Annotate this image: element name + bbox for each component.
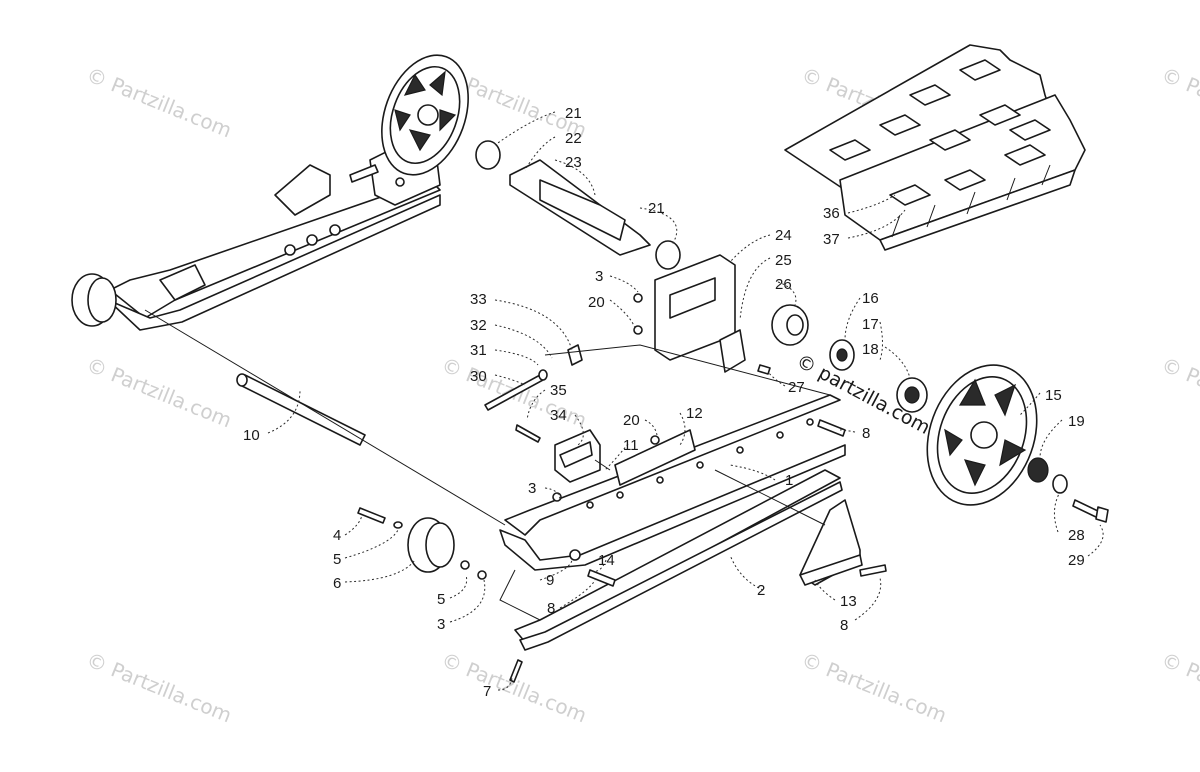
left-slide-rail [107, 134, 441, 331]
callout-5: 5 [333, 551, 341, 568]
callout-21: 21 [648, 200, 665, 217]
callout-26: 26 [775, 276, 792, 293]
watermark: © Partzilla.com [83, 62, 235, 142]
callout-3: 3 [595, 268, 603, 285]
callout-17: 17 [862, 316, 879, 333]
watermark: © Partzilla.com [83, 352, 235, 432]
callout-7: 7 [483, 683, 491, 700]
callout-20: 20 [623, 412, 640, 429]
callout-8: 8 [862, 425, 870, 442]
callout-27: 27 [788, 379, 805, 396]
callout-14: 14 [598, 552, 615, 569]
watermark: © Partzilla.com [1158, 352, 1200, 432]
callout-33: 33 [470, 291, 487, 308]
rail-bracket [799, 499, 863, 586]
callout-1: 1 [785, 472, 793, 489]
track [784, 44, 1086, 251]
watermark: © Partzilla.com [1158, 62, 1200, 142]
callout-5: 5 [437, 591, 445, 608]
callout-29: 29 [1068, 552, 1085, 569]
callout-10: 10 [243, 427, 260, 444]
bolt [1072, 499, 1109, 523]
upper-axle [475, 140, 681, 270]
callout-23: 23 [565, 154, 582, 171]
mount-plate [614, 429, 696, 486]
callout-25: 25 [775, 252, 792, 269]
callout-3: 3 [437, 616, 445, 633]
callout-8: 8 [547, 600, 555, 617]
bearing [829, 339, 928, 413]
callout-21: 21 [565, 105, 582, 122]
reference-lines [144, 309, 831, 621]
callout-18: 18 [862, 341, 879, 358]
callout-8: 8 [840, 617, 848, 634]
watermark: © Partzilla.com [798, 647, 950, 727]
leader-lines [267, 111, 1104, 691]
shock-mount-bracket [654, 254, 746, 373]
callout-20: 20 [588, 294, 605, 311]
callout-11: 11 [623, 437, 639, 454]
front-wheel-left [71, 273, 117, 327]
watermark: © Partzilla.com [1158, 647, 1200, 727]
collar [771, 304, 809, 346]
callout-30: 30 [470, 368, 487, 385]
callout-16: 16 [862, 290, 879, 307]
bumper-block [554, 429, 601, 483]
callout-32: 32 [470, 317, 487, 334]
callout-3: 3 [528, 480, 536, 497]
callout-35: 35 [550, 382, 567, 399]
callout-24: 24 [775, 227, 792, 244]
front-wheel-right [407, 517, 455, 573]
callout-6: 6 [333, 575, 341, 592]
rear-axle [236, 373, 366, 446]
callout-22: 22 [565, 130, 582, 147]
washer [1027, 457, 1068, 494]
watermark: © Partzilla.com [83, 647, 235, 727]
callout-13: 13 [840, 593, 857, 610]
callout-labels: 21 22 23 21 24 25 26 3 20 16 17 18 27 15… [243, 105, 1085, 700]
callout-31: 31 [470, 342, 487, 359]
callout-34: 34 [550, 407, 567, 424]
watermark: © Partzilla.com [438, 647, 590, 727]
callout-12: 12 [686, 405, 703, 422]
callout-4: 4 [333, 527, 341, 544]
callout-36: 36 [823, 205, 840, 222]
callout-28: 28 [1068, 527, 1085, 544]
callout-37: 37 [823, 231, 840, 248]
rear-idler-wheel [926, 364, 1038, 506]
callout-19: 19 [1068, 413, 1085, 430]
slide-rail-1 [499, 394, 846, 571]
callout-15: 15 [1045, 387, 1062, 404]
left-idler-wheel [381, 54, 469, 176]
callout-9: 9 [546, 572, 554, 589]
track-lug [829, 59, 1051, 206]
callout-2: 2 [757, 582, 765, 599]
hardware [357, 293, 887, 683]
